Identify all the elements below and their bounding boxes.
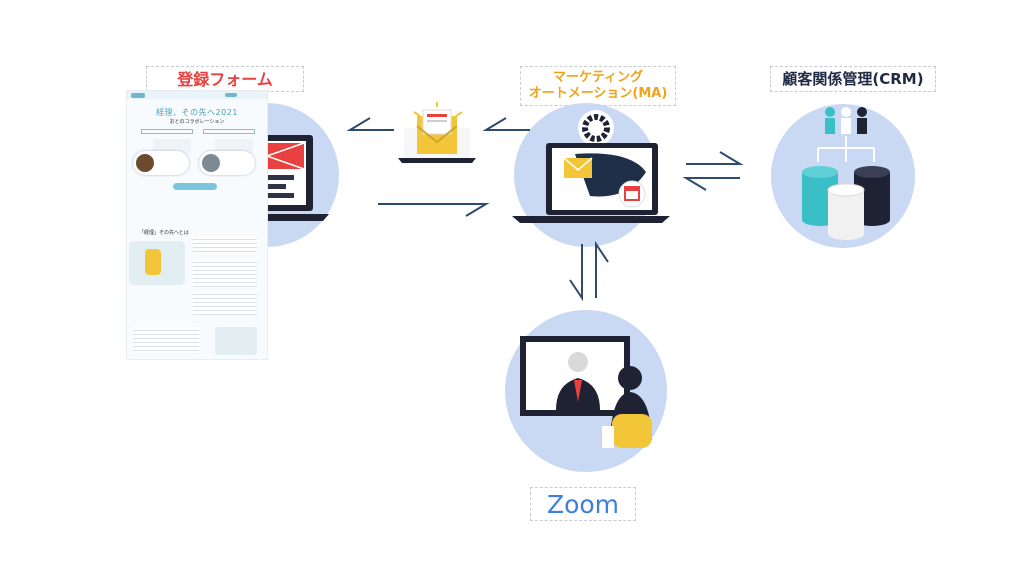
arrow-crm-to-ma [682,177,740,191]
video-call-icon [520,336,652,448]
registration-form-label: 登録フォーム [146,66,304,92]
landing-page-preview: 経理、その先へ2021 おとのコラボレーション 「経理」その先へとは [126,90,268,360]
crm-label: 顧客関係管理(CRM) [770,66,936,92]
lp-paragraph-1 [193,236,257,254]
lp-cta-button [173,183,217,190]
arrow-ma-to-crm [686,151,744,165]
arrow-email-to-form [346,117,394,131]
lp-paragraph-4 [133,327,199,353]
lp-title: 経理、その先へ2021 [156,108,238,117]
zoom-label: Zoom [530,487,636,521]
lp-nav-button [225,93,237,97]
marketing-automation-node [512,103,670,247]
lp-subtitle: おとのコラボレーション [169,119,225,125]
lp-logo [131,93,145,98]
arrow-ma-to-email [482,117,530,131]
gear-icon [578,110,614,146]
lp-bottom-illustration [215,327,257,355]
crm-node [771,104,915,248]
lp-paragraph-3 [193,291,257,315]
laptop-ma-icon [512,143,670,223]
lp-date-box-1 [141,129,193,134]
connector-arrows [346,117,744,302]
lp-paragraph-2 [193,259,257,287]
lp-text-block-2 [215,139,253,153]
email-laptop-icon [398,102,476,163]
arrow-form-to-ma [378,203,490,217]
marketing-automation-label: マーケティングオートメーション(MA) [520,66,676,106]
arrow-ma-to-zoom [569,244,583,302]
people-icon [825,107,867,134]
lp-illustration-person [145,249,161,275]
lp-text-block-1 [153,139,191,153]
lp-speaker-avatar-1 [136,154,154,172]
zoom-node [505,310,667,472]
lp-speaker-avatar-2 [202,154,220,172]
database-icon [802,166,890,240]
lp-section-heading: 「経理」その先へとは [139,230,189,236]
arrow-zoom-to-ma [595,240,609,298]
lp-header-bar [127,91,267,99]
lp-date-box-2 [203,129,255,134]
